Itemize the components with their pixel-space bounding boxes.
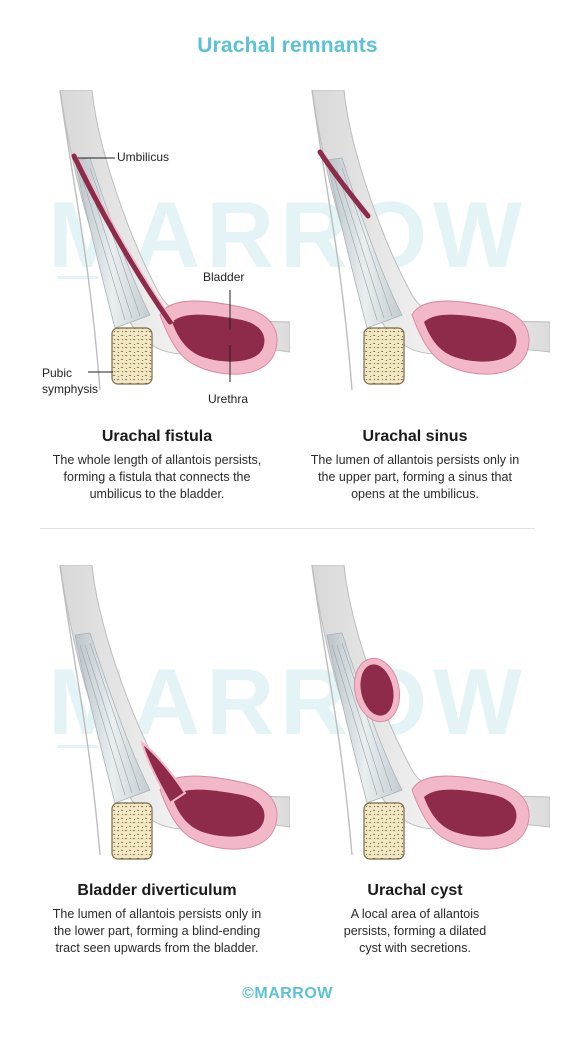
title-urachal-fistula: Urachal fistula <box>101 428 213 445</box>
bladder-diverticulum-illustration <box>59 565 290 860</box>
desc-line: The lumen of allantois persists only in <box>52 907 262 921</box>
label-pubic-symphysis-2: symphysis <box>42 382 99 396</box>
title-bladder-diverticulum: Bladder diverticulum <box>77 882 237 899</box>
urachal-sinus-illustration <box>311 90 550 391</box>
urachal-fistula-illustration <box>59 90 290 391</box>
panel-bladder-diverticulum <box>20 565 290 965</box>
ligament-fan <box>74 632 151 804</box>
section-divider <box>40 528 535 529</box>
desc-line: umbilicus to the bladder. <box>89 487 225 501</box>
pubic-bone <box>363 327 405 385</box>
pubic-bone <box>111 802 153 860</box>
bladder-lumen <box>424 314 517 362</box>
page-title: Urachal remnants <box>197 34 378 57</box>
desc-line: persists, forming a dilated <box>343 924 487 938</box>
desc-line: A local area of allantois <box>350 907 480 921</box>
fistula-tract <box>71 153 173 325</box>
desc-line: forming a fistula that connects the <box>63 470 251 484</box>
desc-line: tract seen upwards from the bladder. <box>55 941 259 955</box>
footer-brand: ©MARROW <box>242 985 333 1002</box>
bladder-lumen <box>424 789 517 837</box>
watermark-underline-bottom <box>58 745 98 748</box>
desc-line: opens at the umbilicus. <box>351 487 479 501</box>
panel-urachal-sinus <box>280 90 550 490</box>
title-urachal-sinus: Urachal sinus <box>362 428 468 445</box>
label-umbilicus: Umbilicus <box>117 150 170 164</box>
label-urethra: Urethra <box>208 392 249 406</box>
diverticulum-tract <box>140 740 187 805</box>
title-urachal-cyst: Urachal cyst <box>367 882 463 899</box>
cyst-lumen <box>360 664 394 716</box>
bladder-lumen <box>172 314 265 362</box>
watermark-underline-top <box>58 276 98 279</box>
pubic-bone <box>111 327 153 385</box>
desc-line: The lumen of allantois persists only in <box>310 453 520 467</box>
bladder-lumen <box>172 789 265 837</box>
label-bladder: Bladder <box>203 270 245 284</box>
desc-urachal-sinus: The lumen of allantois persists only in … <box>280 452 550 503</box>
desc-line: the upper part, forming a sinus that <box>318 470 512 484</box>
desc-urachal-fistula: The whole length of allantois persists, … <box>22 452 292 503</box>
desc-line: The whole length of allantois persists, <box>52 453 262 467</box>
desc-line: the lower part, forming a blind-ending <box>53 924 261 938</box>
urachal-cyst-illustration <box>311 565 550 860</box>
desc-bladder-diverticulum: The lumen of allantois persists only in … <box>22 906 292 957</box>
label-pubic-symphysis-1: Pubic <box>42 366 73 380</box>
desc-urachal-cyst: A local area of allantois persists, form… <box>280 906 550 957</box>
panel-urachal-cyst <box>280 565 550 965</box>
desc-line: cyst with secretions. <box>359 941 471 955</box>
sinus-tract <box>317 149 371 219</box>
panel-urachal-fistula: Umbilicus Bladder Pubic symphysis Urethr… <box>20 90 290 490</box>
pubic-bone <box>363 802 405 860</box>
